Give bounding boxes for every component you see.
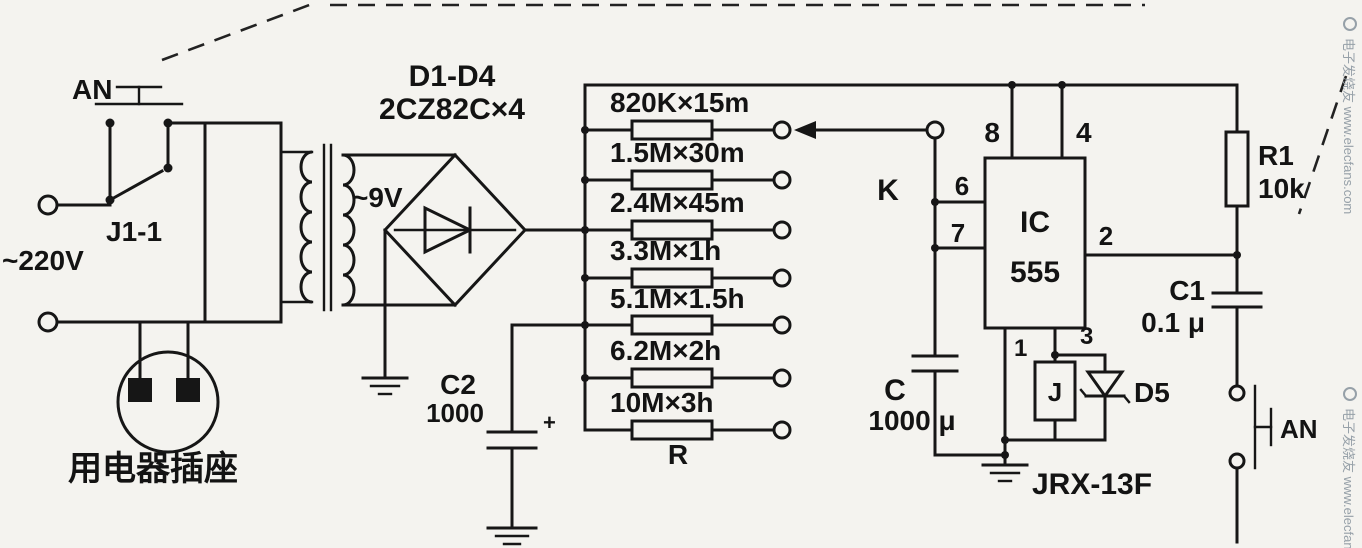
relay-output-stage: J D5 JRX-13F [1001,351,1170,501]
rotary-selector-k: K [794,120,945,358]
tap-terminal [772,120,792,140]
flyback-diode-triangle [1085,370,1125,399]
resistor-value-label: 10M×3h [610,387,714,418]
resistor-value-label: 5.1M×1.5h [610,283,745,314]
ground-symbol [981,463,1029,483]
tap-terminal [772,420,792,440]
mains-terminal-bottom [37,311,59,333]
mains-input: ~220V [2,194,207,333]
discharge-branch: R1 10k C1 0.1 μ AN [1141,83,1318,544]
timing-resistor-row: 3.3M×1h [583,235,792,289]
polarity-plus-sign: + [543,410,556,435]
ic-model: 555 [1010,256,1060,289]
timing-resistor-row: 2.4M×45m [583,187,792,241]
ground-symbol [486,526,538,546]
r1-name: R1 [1258,140,1294,171]
pin-3-label: 3 [1080,323,1093,350]
filter-cap-value: 1000 [426,398,484,428]
rectifier-model-label: 2CZ82C×4 [379,93,525,126]
pin-8-label: 8 [984,117,1000,148]
selector-label: K [877,174,899,207]
transformer-primary-block [203,121,283,324]
timing-resistor-row: 10M×3h [583,387,792,441]
resistor-value-label: 820K×15m [610,87,749,118]
c1-value: 0.1 μ [1141,307,1205,338]
relay-contact-label: J1-1 [106,216,162,247]
secondary-voltage-label: ~9V [352,182,403,213]
filter-capacitor-c2: + C2 1000 [426,323,587,546]
tap-terminal [772,220,792,240]
pin-7-label: 7 [951,218,965,248]
timing-cap-name: C [884,374,906,407]
timing-resistor-row: 820K×15m [583,87,792,141]
tap-terminal [772,170,792,190]
watermark-text: 电子发烧友 www.elecfans.com [1341,408,1356,548]
relay-model-label: JRX-13F [1032,468,1152,501]
relay-contact-j1-1: J1-1 [105,121,173,247]
secondary-winding [342,153,356,307]
pin-6-label: 6 [955,171,969,201]
resistor-value-label: 3.3M×1h [610,235,721,266]
r1-value: 10k [1258,173,1305,204]
resistor-value-label: 2.4M×45m [610,187,745,218]
timing-capacitor: C 1000 μ [868,354,1009,459]
resistor-value-label: 1.5M×30m [610,137,745,168]
pin-4-label: 4 [1076,117,1092,148]
watermark-logo-icon [1343,17,1357,31]
timing-resistor-row: 6.2M×2h [583,335,792,389]
relay-coil-label: J [1048,377,1062,407]
timing-resistor-row: 1.5M×30m [583,137,792,191]
c1-name: C1 [1169,275,1205,306]
ic-555: 8 4 IC 555 6 7 2 1 3 [931,81,1239,483]
start-button-label: AN [72,74,112,105]
start-push-button: AN [72,74,207,207]
socket-outline [116,350,220,454]
filter-cap-name: C2 [440,369,476,400]
watermark: 电子发烧友 www.elecfans.com 电子发烧友 www.elecfan… [1341,17,1357,548]
resistor-value-label: 6.2M×2h [610,335,721,366]
callout-dashed-lines [161,2,1348,215]
transformer: ~9V [203,121,457,324]
timing-resistor-row: 5.1M×1.5h [583,283,792,336]
bridge-rectifier: D1-D4 2CZ82C×4 [361,60,587,396]
button-contact [105,118,115,128]
socket-slot [128,378,152,402]
ic-name: IC [1020,206,1050,239]
socket-slot [176,378,200,402]
ground-symbol [361,376,409,396]
flyback-diode-label: D5 [1134,377,1170,408]
tap-terminal [772,268,792,288]
rectifier-name-label: D1-D4 [409,60,496,93]
diode-triangle [423,205,474,255]
reset-push-button: AN [1228,384,1318,470]
resistor-group-label: R [668,439,688,470]
tap-terminal [772,368,792,388]
watermark-text: 电子发烧友 www.elecfans.com [1341,38,1356,214]
pin-2-label: 2 [1099,221,1113,251]
button-contact [1228,452,1246,470]
r1-resistor [1224,130,1250,208]
watermark-logo-icon [1343,387,1357,401]
timing-cap-value: 1000 μ [868,405,955,436]
selector-wiper-terminal [925,120,945,140]
reset-button-label: AN [1280,414,1318,444]
timing-resistor-ladder: 820K×15m 1.5M×30m 2.4M×45m 3.3M×1h 5.1M×… [583,87,792,470]
appliance-socket: 用电器插座 [68,320,238,488]
mains-terminal-top [37,194,59,216]
ic-body [983,156,1087,330]
pin-1-label: 1 [1014,335,1027,362]
switch-contact [163,163,173,173]
button-contact [1228,384,1246,402]
mains-voltage-label: ~220V [2,245,84,276]
socket-label: 用电器插座 [68,450,238,488]
tap-terminal [772,315,792,335]
selector-arrow-head [794,121,816,139]
primary-winding [299,150,313,304]
